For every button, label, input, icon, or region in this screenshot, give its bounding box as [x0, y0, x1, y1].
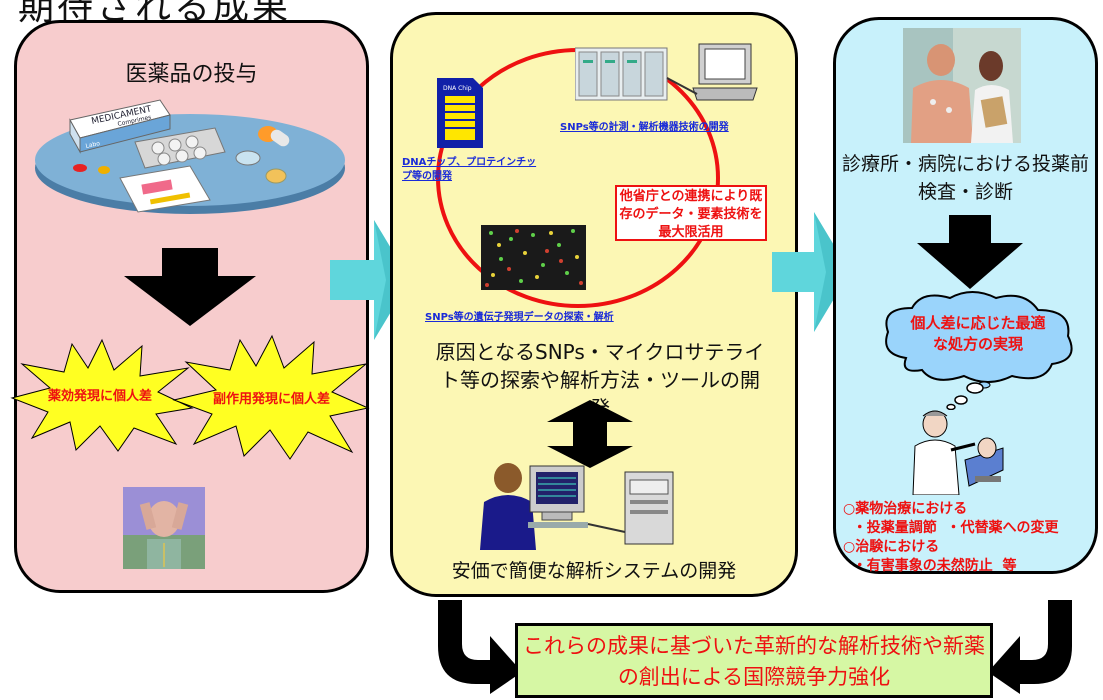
middle-main-text: 原因となるSNPs・マイクロサテライト等の探索や解析方法・ツールの開発	[435, 340, 765, 420]
pill-box-brand: Labo	[85, 140, 101, 150]
doctor-patient-image	[903, 28, 1021, 143]
link-snps-search[interactable]: SNPs等の遺伝子発現データの探索・解析	[425, 312, 614, 323]
right-down-arrow	[917, 215, 1023, 289]
link-snps-measure[interactable]: SNPs等の計測・解析機器技術の開発	[560, 122, 729, 133]
arrow-middle-to-right	[772, 212, 850, 332]
microarray-image	[481, 225, 586, 290]
thought-bubbles	[946, 382, 984, 410]
burst-left	[10, 338, 194, 452]
link-dna-chip[interactable]: DNAチップ、プロテインチップ等の開発	[402, 157, 537, 182]
curved-arrow-right	[988, 600, 1072, 694]
server-computer-illustration	[575, 43, 758, 101]
burst-right	[172, 334, 370, 460]
double-vertical-arrow	[547, 400, 633, 468]
bottom-conclusion-box: これらの成果に基づいた革新的な解析技術や新薬の創出による国際競争力強化	[515, 623, 993, 698]
curved-arrow-left	[438, 600, 522, 694]
left-down-arrow	[124, 248, 256, 326]
middle-bottom-text: 安価で簡便な解析システムの開発	[451, 560, 737, 582]
headache-person-image	[123, 487, 205, 569]
cloud-text: 個人差に応じた最適な処方の実現	[910, 314, 1046, 353]
left-heading: 医薬品の投与	[125, 62, 258, 87]
dna-chip-icon: DNA Chip	[437, 78, 483, 148]
burst2-text: 副作用発現に個人差	[212, 392, 330, 407]
burst1-text: 薬効発現に個人差	[47, 389, 152, 404]
thought-cloud	[885, 291, 1073, 389]
medicine-tray-illustration: MEDICAMENT Comprimes Labo	[35, 99, 345, 214]
collaboration-box: 他省庁との連携により既存のデータ・要素技術を最大限活用	[615, 185, 767, 241]
right-top-text: 診療所・病院における投薬前検査・診断	[841, 153, 1089, 203]
person-computer-illustration	[480, 463, 674, 550]
right-result-list: ○薬物治療における ・投薬量調節 ・代替薬への変更 ○治験における ・有害事象の…	[843, 501, 1059, 574]
dna-chip-label: DNA Chip	[443, 85, 472, 92]
doctor-examining-illustration	[912, 410, 1004, 495]
